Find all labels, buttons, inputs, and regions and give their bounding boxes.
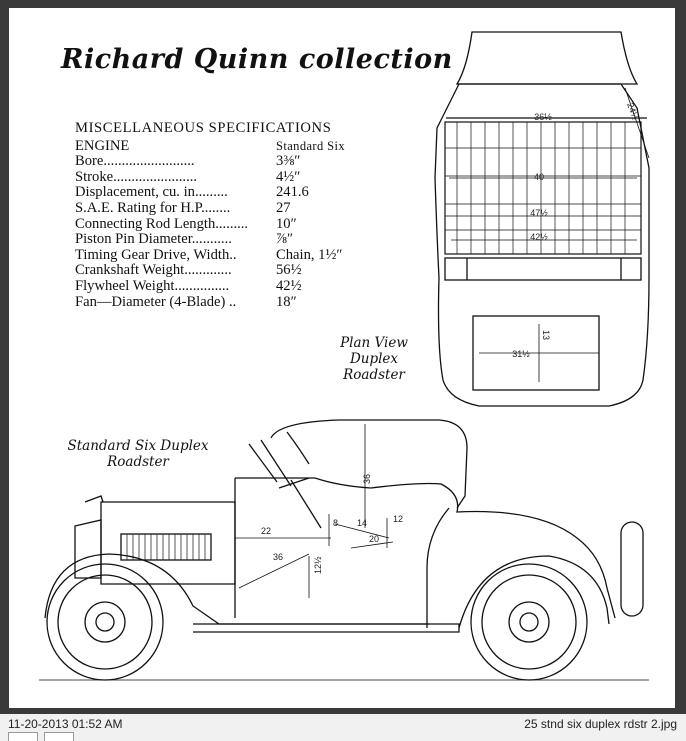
rear-fender (458, 555, 610, 629)
dim-label: 8 (333, 518, 338, 528)
spec-value: Chain, 1½″ (276, 246, 343, 263)
collection-title: Richard Quinn collection (61, 44, 453, 75)
rear-deck (426, 507, 450, 628)
spec-value: 18″ (276, 293, 297, 310)
front-fender (44, 553, 429, 625)
spec-value: 10″ (276, 215, 297, 232)
spec-value: 42½ (276, 277, 302, 294)
rear-wheel-tire (470, 563, 588, 681)
spec-row: Connecting Rod Length......... 10″ (75, 215, 375, 233)
spec-value: 4½″ (276, 168, 301, 185)
next-button[interactable] (44, 732, 74, 741)
plan-view (434, 31, 650, 407)
spec-value: 27 (276, 199, 291, 216)
filename-link[interactable]: 25 stnd six duplex rdstr 2.jpg (524, 717, 677, 731)
dim-label: 12 (393, 514, 403, 524)
image-frame: Richard Quinn collection MISCELLANEOUS S… (0, 0, 686, 714)
radiator (74, 519, 102, 579)
dim-label: 36 (362, 474, 372, 484)
spec-row: Bore......................... 3⅜″ (75, 154, 375, 170)
dim-label: 14 (357, 518, 367, 528)
spec-row: Fan—Diameter (4-Blade) .. 18″ (75, 293, 375, 311)
top-bow (286, 431, 310, 465)
spec-value: ⅞″ (276, 231, 294, 248)
upload-date: 11-20-2013 01:52 AM (8, 717, 123, 731)
side-dimension-lines (235, 424, 394, 598)
plan-rumble-box (472, 315, 600, 391)
plan-caption-line: Duplex (349, 351, 399, 367)
dim-label: 36 (273, 552, 283, 562)
specifications-block: MISCELLANEOUS SPECIFICATIONS ENGINE Stan… (75, 120, 375, 311)
engine-label: ENGINE (75, 138, 130, 154)
plan-view-caption: Plan View Duplex Roadster (325, 335, 423, 383)
dim-label: 47½ (530, 208, 548, 218)
plan-dimension-lines (445, 87, 650, 382)
spec-label: Timing Gear Drive, Width.. (75, 247, 237, 263)
spec-label: Displacement, cu. in......... (75, 185, 228, 201)
spec-row: Stroke....................... 4½″ (75, 168, 375, 186)
spec-value: 56½ (276, 262, 302, 279)
spec-label: Connecting Rod Length......... (75, 216, 249, 232)
spec-row: Piston Pin Diameter........... ⅞″ (75, 232, 375, 248)
specification-sheet: Richard Quinn collection MISCELLANEOUS S… (9, 8, 675, 708)
dim-label: 12½ (313, 556, 323, 574)
hood-louvers (120, 533, 212, 561)
engine-row: ENGINE Standard Six (75, 139, 375, 155)
status-bar: 11-20-2013 01:52 AM 25 stnd six duplex r… (0, 714, 686, 741)
dim-label: 20 (369, 534, 379, 544)
spare-tire (620, 521, 644, 617)
steering-wheel (278, 477, 322, 529)
side-caption-line: Roadster (107, 454, 169, 470)
side-caption-line: Standard Six Duplex (67, 438, 209, 454)
dim-label: 40 (534, 172, 544, 182)
spec-label: S.A.E. Rating for H.P........ (75, 200, 231, 216)
plan-caption-line: Plan View (340, 335, 408, 351)
spec-label: Crankshaft Weight............. (75, 263, 232, 279)
plan-body-outline (434, 83, 650, 407)
spec-label: Bore......................... (75, 154, 195, 170)
front-wheel-tire (46, 563, 164, 681)
plan-top-cover (455, 31, 639, 85)
spec-value: 241.6 (276, 184, 309, 201)
plan-caption-line: Roadster (343, 367, 405, 383)
plan-running-board (444, 257, 642, 281)
spec-label: Flywheel Weight............... (75, 278, 230, 294)
soft-top (270, 419, 468, 509)
plan-seat-lines (445, 122, 641, 254)
plan-seat-grid (444, 121, 642, 255)
spec-row: Flywheel Weight............... 42½ (75, 277, 375, 295)
spec-value: 3⅜″ (276, 153, 301, 170)
spec-label: Stroke....................... (75, 169, 198, 185)
spec-row: Timing Gear Drive, Width.. Chain, 1½″ (75, 246, 375, 264)
running-board (193, 623, 460, 633)
plan-dimensions: 36½ 24½ 40 47½ 42½ 13 31½ (512, 101, 640, 359)
engine-value: Standard Six (276, 138, 346, 153)
dim-label: 22 (261, 526, 271, 536)
roadster-drawing: 36½ 24½ 40 47½ 42½ 13 31½ (39, 31, 650, 681)
dim-label: 31½ (512, 349, 530, 359)
specs-heading: MISCELLANEOUS SPECIFICATIONS (75, 120, 332, 136)
radiator-cap (84, 495, 104, 503)
dim-label: 42½ (530, 232, 548, 242)
body-outline (234, 477, 616, 619)
spec-label: Fan—Diameter (4-Blade) .. (75, 294, 237, 310)
spec-row: Crankshaft Weight............. 56½ (75, 263, 375, 279)
spec-row: S.A.E. Rating for H.P........ 27 (75, 199, 375, 217)
side-dimensions: 36 22 36 12½ 8 14 12 20 (261, 474, 403, 574)
dim-label: 36½ (534, 112, 552, 122)
windshield (248, 439, 292, 487)
side-view (39, 419, 649, 681)
spec-row: Displacement, cu. in......... 241.6 (75, 185, 375, 201)
spec-label: Piston Pin Diameter........... (75, 232, 232, 248)
previous-button[interactable] (8, 732, 38, 741)
side-view-caption: Standard Six Duplex Roadster (55, 438, 221, 470)
dim-label: 13 (541, 330, 551, 340)
